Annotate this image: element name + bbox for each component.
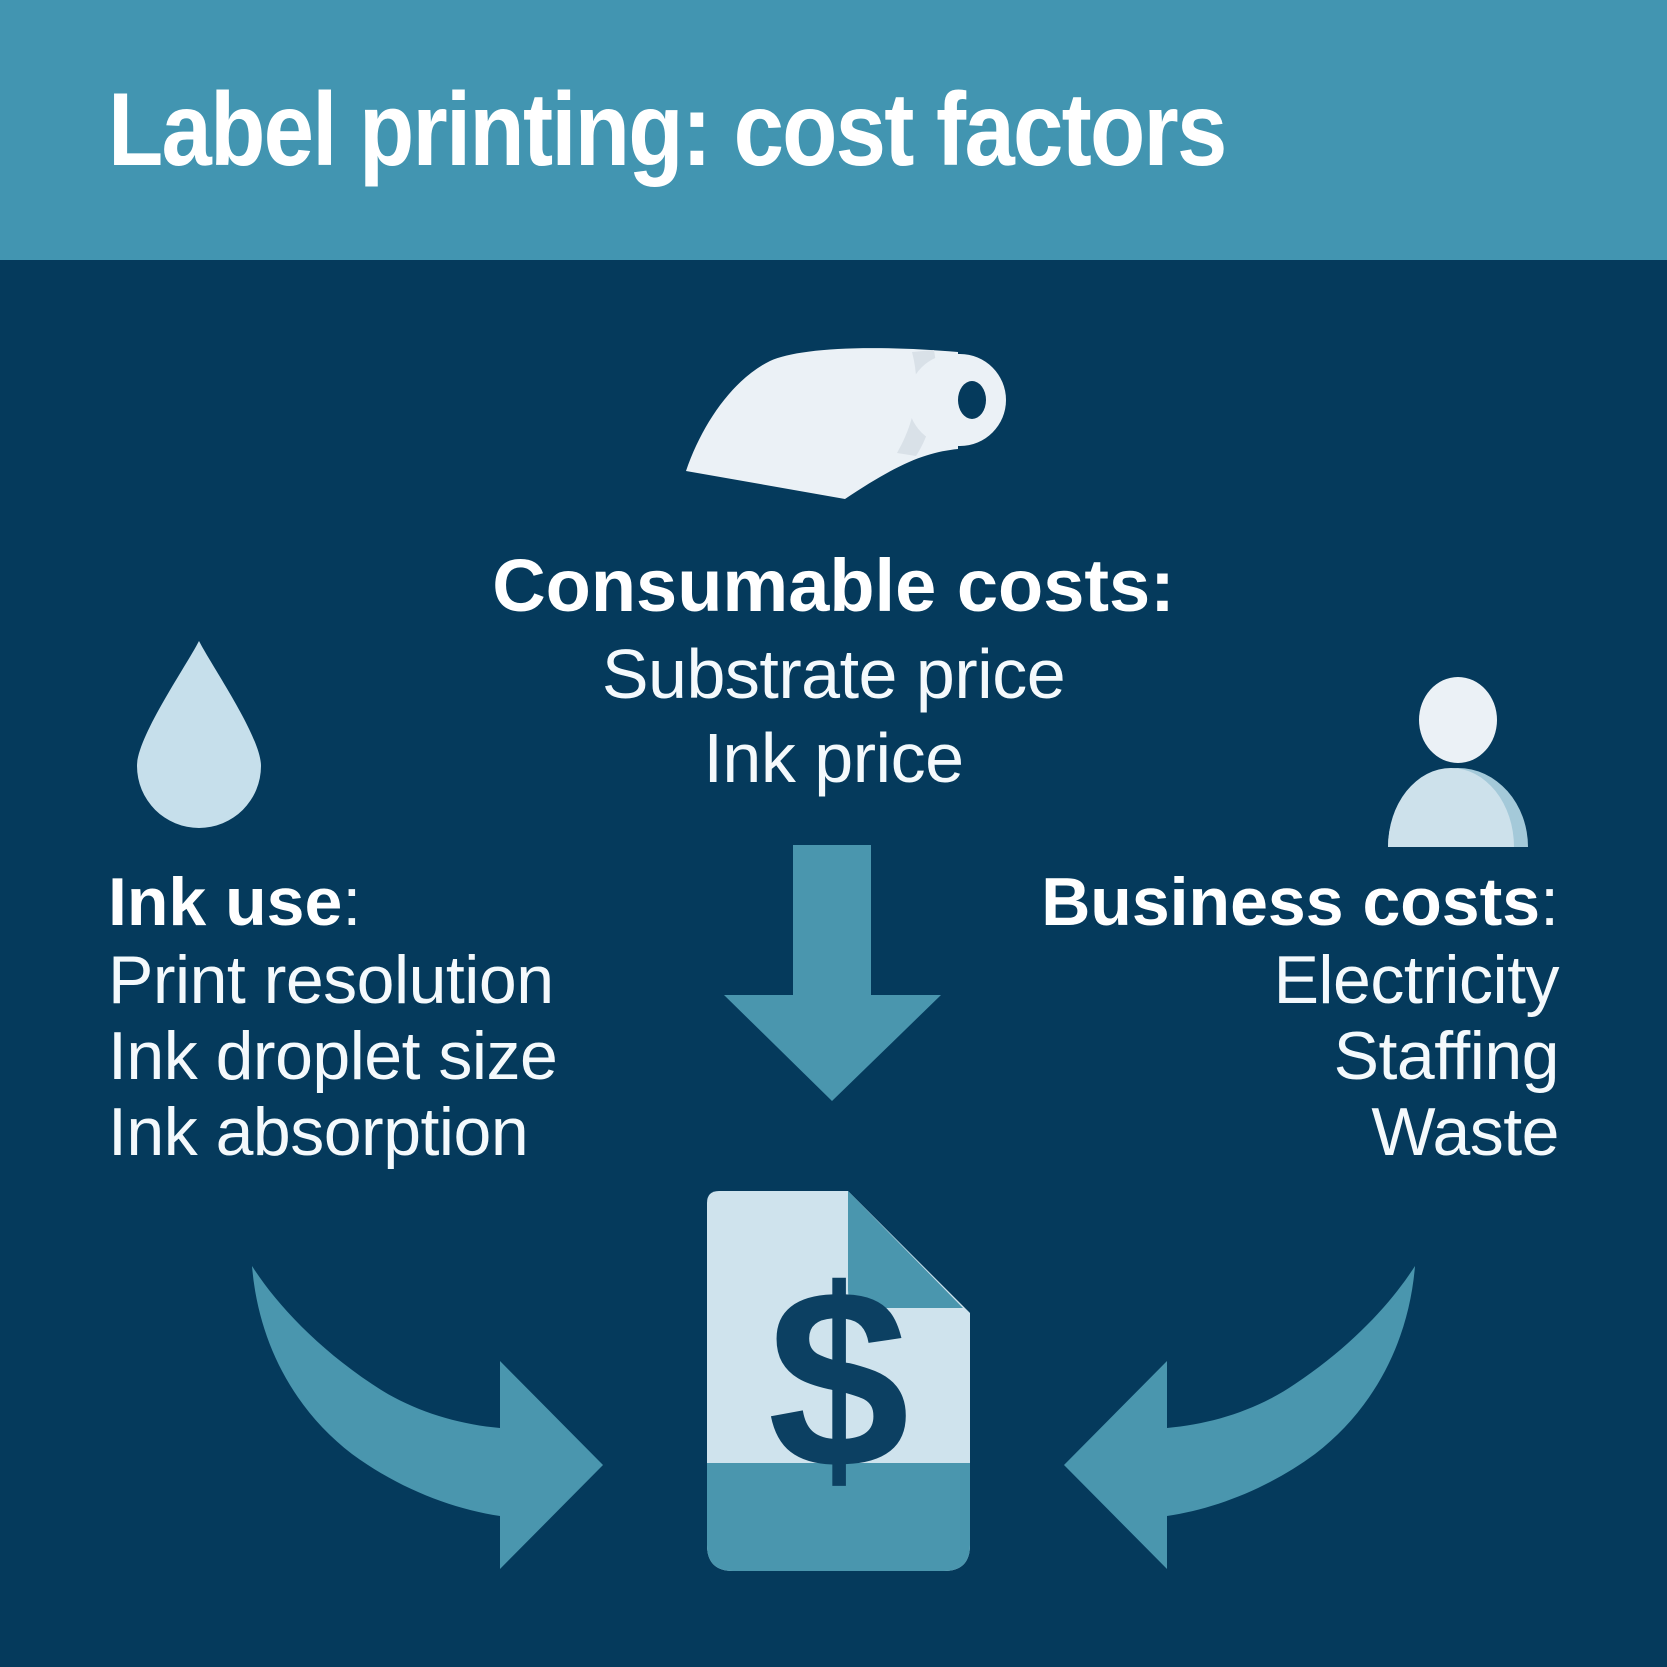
ink-use-item: Ink absorption [108, 1094, 529, 1170]
cost-document-icon [707, 1191, 970, 1571]
header-band: Label printing: cost factors [0, 0, 1667, 260]
heading-colon: : [342, 864, 362, 940]
ink-drop-icon [137, 641, 261, 828]
business-costs-heading: Business costs: [1041, 864, 1559, 940]
business-costs-item: Electricity [1273, 942, 1560, 1018]
down-arrow-icon [724, 845, 941, 1101]
person-icon [1388, 677, 1528, 847]
consumables-heading: Consumable costs: [492, 544, 1175, 627]
consumables-item: Ink price [703, 719, 964, 797]
page-title: Label printing: cost factors [108, 71, 1227, 188]
ink-use-item: Ink droplet size [108, 1018, 558, 1094]
section-consumables: Consumable costs: Substrate price Ink pr… [0, 540, 1667, 800]
heading-colon: : [1540, 864, 1559, 940]
section-business-costs: Business costs: Electricity Staffing Was… [1041, 862, 1559, 1170]
curved-arrow-left-icon [252, 1266, 603, 1569]
ink-use-item: Print resolution [108, 942, 554, 1018]
label-roll-icon [686, 348, 1006, 499]
section-ink-use: Ink use: Print resolution Ink droplet si… [108, 862, 558, 1170]
dollar-sign-icon: $ [767, 1237, 910, 1522]
business-costs-item: Staffing [1333, 1018, 1560, 1094]
business-costs-item: Waste [1371, 1094, 1559, 1170]
ink-use-heading: Ink use: [108, 864, 362, 940]
consumables-item: Substrate price [601, 635, 1066, 713]
curved-arrow-right-icon [1064, 1266, 1415, 1569]
